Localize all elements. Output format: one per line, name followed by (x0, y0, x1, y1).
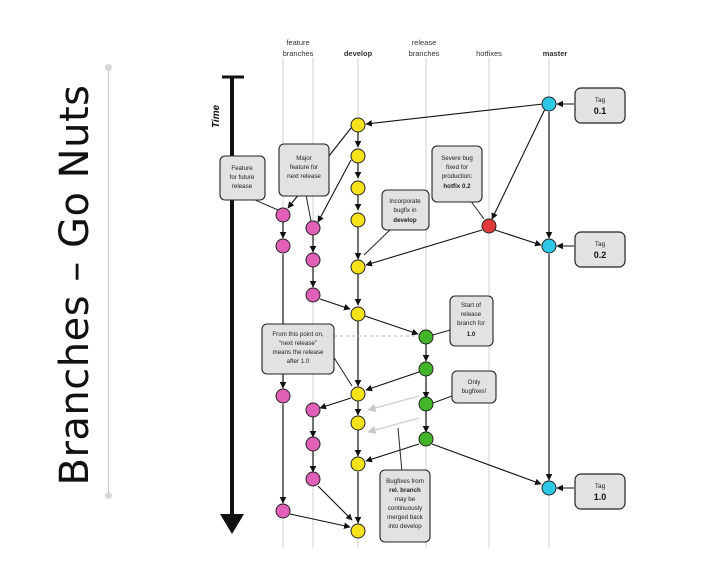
tag-label: Tag (595, 97, 606, 104)
develop-commit-node (350, 306, 366, 322)
hotfix-commit-node (481, 218, 497, 234)
faded-edges (334, 335, 420, 435)
svg-text:From this point on,: From this point on, (272, 331, 324, 338)
svg-text:release: release (232, 183, 253, 190)
develop-commit-node (350, 415, 366, 431)
time-label: Time (211, 104, 222, 128)
master-commit-node (541, 238, 557, 254)
tag-label: Tag (595, 241, 606, 248)
svg-text:Severe bug: Severe bug (441, 155, 473, 162)
tag-version: 1.0 (594, 492, 607, 502)
master-commit-node (541, 96, 557, 112)
header-develop: develop (344, 49, 373, 58)
svg-text:branch for: branch for (457, 320, 485, 327)
feature-commit-node (305, 287, 321, 303)
callout-incorporate: Incorporate bugfix in develop (363, 189, 430, 256)
header-feature-line2: branches (283, 49, 314, 58)
tag-version: 0.1 (594, 106, 607, 116)
callout-from-this-point: From this point on, “next release” means… (261, 323, 353, 387)
tag-version: 0.2 (594, 250, 607, 260)
header-feature-line1: feature (286, 38, 309, 47)
svg-text:bugfix in: bugfix in (393, 207, 417, 214)
divider-dot-top (105, 64, 112, 71)
svg-text:merged back: merged back (387, 514, 424, 521)
feature-commit-node (275, 207, 291, 223)
header-master: master (543, 49, 568, 58)
feature-commit-node (305, 220, 321, 236)
develop-commit-node (350, 148, 366, 164)
feature-commit-node (275, 388, 291, 404)
svg-text:Feature: Feature (231, 165, 253, 172)
release-commit-node (418, 431, 434, 447)
svg-text:Incorporate: Incorporate (389, 198, 421, 205)
commit-nodes (275, 96, 557, 539)
header-release-line1: release (412, 38, 437, 47)
feature-commit-node (305, 252, 321, 268)
tag-0-2: Tag 0.2 (556, 231, 626, 268)
feature-commit-node (305, 436, 321, 452)
svg-text:hotfix 0.2: hotfix 0.2 (443, 183, 471, 190)
svg-text:Major: Major (296, 155, 311, 162)
tag-0-1: Tag 0.1 (556, 87, 626, 124)
svg-text:develop: develop (393, 217, 417, 224)
svg-text:“next release”: “next release” (279, 340, 317, 347)
header-hotfixes: hotfixes (476, 49, 502, 58)
feature-commit-node (305, 402, 321, 418)
svg-text:rel. branch: rel. branch (389, 487, 421, 494)
svg-text:1.0: 1.0 (467, 331, 476, 338)
callout-severe-bug: Severe bug fixed for production: hotfix … (431, 145, 485, 220)
svg-text:release: release (461, 311, 482, 318)
develop-commit-node (350, 523, 366, 539)
callout-major-feature: Major feature for next release (278, 143, 330, 222)
develop-commit-node (350, 117, 366, 133)
time-axis: Time (211, 75, 244, 534)
title-divider (108, 68, 109, 496)
tag-label: Tag (595, 483, 606, 490)
header-release-line2: branches (409, 49, 440, 58)
svg-text:Start of: Start of (461, 302, 481, 309)
feature-commit-node (275, 238, 291, 254)
callout-feature-future: Feature for future release (219, 155, 279, 211)
callout-only-bugfixes: Only bugfixes! (432, 370, 497, 404)
svg-text:fixed for: fixed for (446, 164, 468, 171)
svg-text:Only: Only (468, 379, 482, 386)
release-commit-node (418, 329, 434, 345)
svg-text:means the release: means the release (273, 349, 324, 356)
develop-commit-node (350, 259, 366, 275)
tag-1-0: Tag 1.0 (556, 473, 626, 510)
svg-text:bugfixes!: bugfixes! (462, 388, 487, 395)
release-commit-node (418, 361, 434, 377)
svg-text:continuously: continuously (388, 505, 423, 512)
master-commit-node (541, 480, 557, 496)
divider-dot-bottom (105, 492, 112, 499)
callout-start-release: Start of release branch for 1.0 (432, 295, 494, 347)
develop-commit-node (350, 386, 366, 402)
svg-text:production:: production: (442, 173, 473, 180)
svg-text:after 1.0: after 1.0 (287, 358, 310, 365)
svg-text:for future: for future (230, 174, 255, 181)
develop-commit-node (350, 180, 366, 196)
svg-text:feature for: feature for (290, 164, 318, 171)
release-commit-node (418, 396, 434, 412)
svg-text:Bugfixes from: Bugfixes from (386, 478, 424, 485)
column-headers: feature branches develop release branche… (283, 38, 568, 58)
svg-text:next release: next release (287, 173, 321, 180)
feature-commit-node (305, 471, 321, 487)
callout-bugfixes-from: Bugfixes from rel. branch may be continu… (379, 427, 431, 543)
svg-text:may be: may be (395, 496, 416, 503)
develop-commit-node (350, 212, 366, 228)
develop-commit-node (350, 456, 366, 472)
feature-commit-node (275, 503, 291, 519)
svg-text:into develop: into develop (388, 523, 422, 530)
